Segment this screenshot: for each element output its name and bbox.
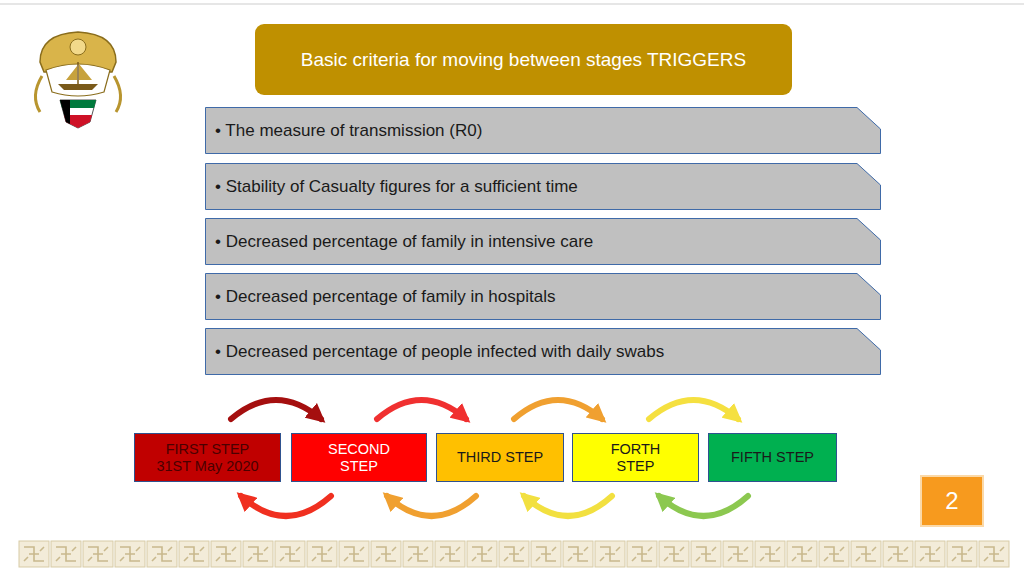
step-label: FORTH STEP bbox=[591, 441, 680, 475]
step-label: THIRD STEP bbox=[457, 449, 543, 466]
transition-arrow bbox=[524, 496, 612, 516]
criterion-box: • Stability of Casualty figures for a su… bbox=[205, 163, 881, 210]
step-box: SECOND STEP bbox=[291, 433, 427, 482]
title-text: Basic criteria for moving between stages… bbox=[301, 45, 746, 74]
page-number-box: 2 bbox=[920, 475, 984, 527]
transition-arrow bbox=[514, 400, 602, 419]
criterion-text: • Stability of Casualty figures for a su… bbox=[215, 177, 578, 197]
criterion-box: • Decreased percentage of family in inte… bbox=[205, 218, 881, 265]
title-banner: Basic criteria for moving between stages… bbox=[255, 24, 792, 95]
transition-arrow bbox=[387, 496, 476, 516]
transition-arrow bbox=[649, 400, 738, 419]
page-number: 2 bbox=[945, 487, 958, 515]
criterion-text: • Decreased percentage of family in hosp… bbox=[215, 287, 555, 307]
pattern-band bbox=[18, 540, 1010, 568]
transition-arrow bbox=[241, 496, 331, 516]
transition-arrow bbox=[231, 400, 321, 419]
step-box: FORTH STEP bbox=[572, 433, 699, 482]
criterion-box: • Decreased percentage of family in hosp… bbox=[205, 273, 881, 320]
criterion-text: • The measure of transmission (R0) bbox=[215, 121, 482, 141]
transition-arrow bbox=[377, 400, 466, 419]
step-box: THIRD STEP bbox=[436, 433, 564, 482]
criterion-text: • Decreased percentage of family in inte… bbox=[215, 232, 593, 252]
step-box: FIFTH STEP bbox=[708, 433, 837, 482]
transition-arrow bbox=[659, 496, 748, 516]
criterion-box: • Decreased percentage of people infecte… bbox=[205, 328, 881, 375]
step-label: FIFTH STEP bbox=[731, 449, 814, 466]
step-label: FIRST STEP 31ST May 2020 bbox=[153, 441, 262, 475]
step-box: FIRST STEP 31ST May 2020 bbox=[134, 433, 281, 482]
emblem-logo bbox=[35, 32, 120, 128]
criterion-box: • The measure of transmission (R0) bbox=[205, 107, 881, 154]
criterion-text: • Decreased percentage of people infecte… bbox=[215, 342, 664, 362]
step-label: SECOND STEP bbox=[310, 441, 408, 475]
